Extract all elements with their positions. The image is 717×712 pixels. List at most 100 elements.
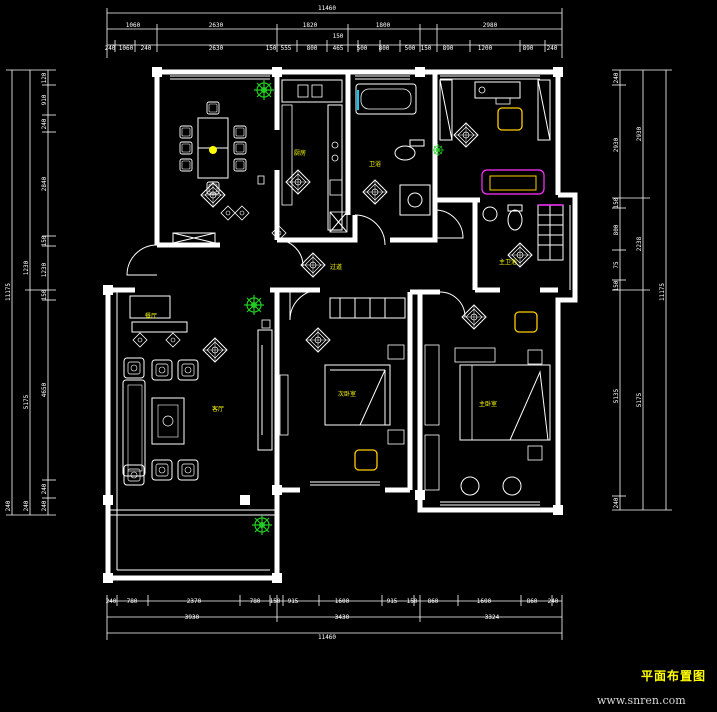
dim-left-overall: 11175 — [5, 283, 12, 301]
dim-left-1: 120 — [41, 72, 48, 83]
second-bedroom-light-icon — [305, 327, 331, 353]
dim-bottom-10: 860 — [428, 598, 439, 605]
dim-top2-8: 465 — [333, 45, 344, 52]
study-ceiling-light-icon — [453, 122, 479, 148]
dim-top-extra: 150 — [333, 33, 344, 40]
dim-left-2: 910 — [41, 94, 48, 105]
dim-bottom-1: 240 — [106, 598, 117, 605]
dim-right-overall: 11175 — [659, 283, 666, 301]
room-label-living: 客厅 — [212, 405, 224, 413]
dim-bottom-4: 780 — [250, 598, 261, 605]
dim-top2-6: 555 — [281, 45, 292, 52]
dim-bottom2-3: 3324 — [485, 614, 500, 621]
dim-bottom-9: 150 — [407, 598, 418, 605]
dim-right-1: 240 — [613, 72, 620, 83]
master-bath-fixtures — [482, 204, 564, 261]
dim-left-11: 240 — [23, 500, 30, 511]
dimension-bottom: 240 780 2370 780 150 915 1600 915 150 86… — [106, 595, 563, 641]
washbasin — [399, 184, 431, 216]
room-label-master-bath: 主卫浴 — [499, 258, 517, 266]
dim-left-8: 4650 — [41, 382, 48, 397]
dim-top2-7: 800 — [307, 45, 318, 52]
dim-top-3: 1820 — [303, 22, 318, 29]
room-label-second-bedroom: 次卧室 — [338, 390, 356, 398]
room-label-dining: 餐厅 — [145, 312, 157, 320]
dining-bar — [131, 321, 188, 333]
dim-top2-15: 890 — [523, 45, 534, 52]
dim-top2-9: 500 — [357, 45, 368, 52]
dim-right-8: 240 — [613, 497, 620, 508]
dim-top2-5: 150 — [266, 45, 277, 52]
exterior-walls — [105, 69, 578, 581]
dim-bottom-12: 860 — [527, 598, 538, 605]
plant-icon — [243, 294, 265, 316]
room-label-bath: 卫浴 — [369, 160, 381, 168]
dim-left-9: 240 — [41, 483, 48, 494]
dining-nook — [129, 295, 171, 319]
dim-left-4: 2840 — [41, 176, 48, 191]
dim-top2-10: 800 — [379, 45, 390, 52]
dim-left-mid-2: 5175 — [23, 394, 30, 409]
study-desk — [439, 79, 551, 141]
dim-top2-14: 1200 — [478, 45, 493, 52]
dim-right-3: 150 — [613, 197, 620, 208]
master-bedroom-light-icon — [461, 304, 487, 330]
dining-spot-light-icon — [234, 205, 250, 221]
dim-overall-bottom: 11460 — [318, 634, 336, 641]
dim-right-4: 800 — [613, 224, 620, 235]
bar-light-icon — [165, 332, 181, 348]
dimension-right: 240 2930 150 800 75 150 5135 240 2930 22… — [612, 69, 672, 511]
dim-top-1: 1060 — [126, 22, 141, 29]
drawing-title: 平面布置图 — [641, 669, 707, 683]
toilet — [394, 139, 425, 161]
corridor-light-icon — [300, 252, 326, 278]
dim-top-4: 1800 — [376, 22, 391, 29]
dim-left-mid-1: 1230 — [23, 260, 30, 275]
dim-bottom2-1: 3930 — [185, 614, 200, 621]
master-bedroom-furniture — [424, 311, 551, 496]
living-ceiling-light-icon — [202, 337, 228, 363]
dim-left-12: 240 — [5, 500, 12, 511]
dim-bottom2-2: 3430 — [335, 614, 350, 621]
dining-table — [179, 101, 247, 195]
dim-right-5: 75 — [613, 261, 620, 269]
dim-top2-3: 240 — [141, 45, 152, 52]
dim-right-7: 5135 — [613, 388, 620, 403]
living-sofa-set — [122, 357, 199, 486]
study-sofa — [481, 169, 545, 195]
room-label-kitchen: 厨房 — [294, 149, 306, 157]
dimension-top: 11460 1060 2630 1820 1800 2980 150 240 1… — [105, 5, 563, 58]
dining-ceiling-light-icon — [200, 182, 226, 208]
bathtub — [355, 83, 417, 115]
dim-top2-16: 240 — [547, 45, 558, 52]
dim-bottom-11: 1600 — [477, 598, 492, 605]
interior-walls — [157, 72, 558, 495]
dim-right-mid-2: 2238 — [636, 236, 643, 251]
dim-right-mid-1: 2930 — [636, 126, 643, 141]
watermark: www.snren.com — [597, 694, 686, 707]
kitchen-counters — [281, 79, 348, 233]
dim-right-6: 150 — [613, 280, 620, 291]
plant-icon — [253, 79, 275, 101]
room-label-corridor: 过道 — [330, 263, 342, 271]
dim-bottom-2: 780 — [127, 598, 138, 605]
dim-top2-2: 1060 — [119, 45, 134, 52]
dim-left-10: 240 — [41, 500, 48, 511]
dim-top2-4: 2630 — [209, 45, 224, 52]
dim-bottom-13: 240 — [548, 598, 559, 605]
kitchen-ceiling-light-icon — [285, 169, 311, 195]
dim-bottom-5: 150 — [270, 598, 281, 605]
bar-light-icon — [132, 332, 148, 348]
dining-spot-light-icon — [220, 205, 236, 221]
tv-cabinet — [257, 319, 289, 451]
dim-top2-1: 240 — [105, 45, 116, 52]
dim-top-5: 2980 — [483, 22, 498, 29]
dining-cabinet — [257, 175, 265, 185]
sideboard — [172, 232, 216, 244]
dim-left-5: 150 — [41, 235, 48, 246]
second-bedroom-furniture — [324, 297, 406, 471]
windows — [170, 75, 571, 506]
dim-bottom-8: 915 — [387, 598, 398, 605]
dimension-left: 11175 1230 5175 120 910 240 2840 150 123… — [5, 69, 56, 516]
